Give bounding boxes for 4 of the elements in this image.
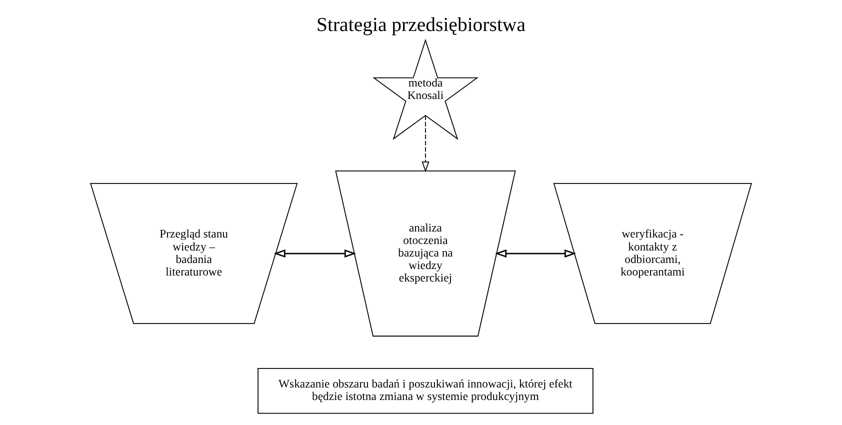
diagram-title: Strategia przedsiębiorstwa — [316, 14, 526, 36]
node-box: Wskazanie obszaru badań i poszukiwań innowacji, której efekt będzie istotna zmiana w systemie produkcyjnym — [258, 368, 594, 414]
arrow — [494, 249, 576, 258]
arrow — [274, 249, 356, 258]
